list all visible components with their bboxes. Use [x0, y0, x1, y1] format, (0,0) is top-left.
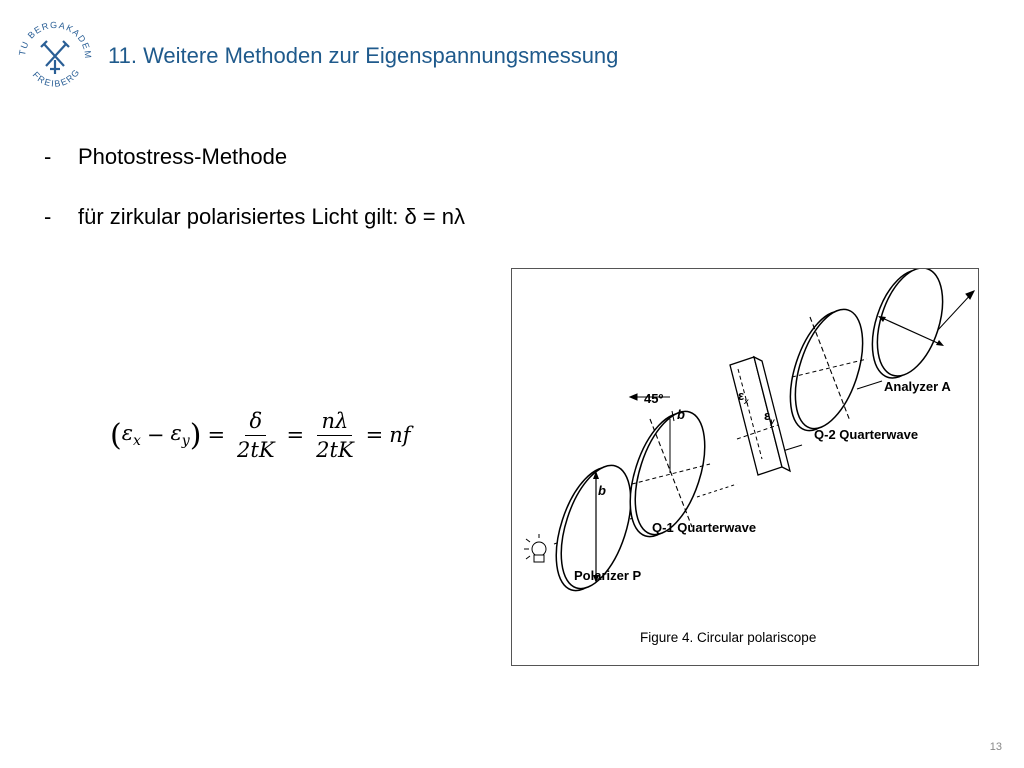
quarterwave-2-disc — [789, 308, 868, 432]
epsilon-x-label: εx — [738, 388, 749, 406]
analyzer-label: Analyzer A — [884, 379, 951, 394]
polarizer-b-label: b — [598, 483, 606, 498]
bullet-dash: - — [44, 204, 52, 229]
page-number: 13 — [989, 741, 1002, 753]
formula-fraction-nlambda: nλ 2tK — [316, 408, 354, 462]
analyzer-disc — [871, 269, 944, 379]
polarizer-label: Polarizer P — [574, 568, 642, 583]
specimen-plate — [729, 355, 791, 476]
formula-minus: − — [146, 423, 165, 447]
bullet-text: Photostress-Methode — [78, 144, 288, 169]
light-bulb-icon — [524, 534, 547, 563]
formula-equals: = — [207, 423, 226, 447]
bullet-photostress: - Photostress-Methode — [44, 144, 287, 170]
quarterwave-2-label: Q-2 Quarterwave — [814, 427, 918, 442]
bullet-text: für zirkular polarisiertes Licht gilt: δ… — [78, 204, 465, 229]
formula-eps-y: εy — [170, 420, 190, 450]
formula-fraction-delta: δ 2tK — [237, 408, 275, 462]
formula-rhs: nf — [389, 423, 411, 447]
polarizer-disc — [555, 464, 632, 592]
figure-caption: Figure 4. Circular polariscope — [640, 630, 816, 645]
page-title: 11. Weitere Methoden zur Eigenspannungsm… — [108, 43, 619, 68]
polariscope-figure: b 45º b εx εy — [511, 268, 979, 666]
formula-paren-close: ) — [189, 417, 202, 453]
quarterwave-b-label: b — [677, 407, 685, 422]
quarterwave-1-disc — [629, 410, 711, 538]
quarterwave-1-label: Q-1 Quarterwave — [652, 520, 756, 535]
strain-formula: ( εx − εy ) = δ 2tK = nλ 2tK = nf — [110, 400, 411, 470]
formula-paren-open: ( — [110, 417, 122, 453]
formula-eps-x: εx — [121, 420, 141, 450]
formula-equals: = — [286, 423, 305, 447]
angle-45-marker — [628, 393, 675, 422]
bullet-circular-light: - für zirkular polarisiertes Licht gilt: … — [44, 204, 465, 230]
university-logo: TU BERGAKADEMIE FREIBERG — [12, 8, 94, 94]
angle-label: 45º — [644, 391, 663, 406]
epsilon-y-label: εy — [764, 408, 775, 426]
bullet-dash: - — [44, 144, 52, 169]
svg-text:TU BERGAKADEMIE: TU BERGAKADEMIE — [16, 16, 93, 60]
formula-equals: = — [365, 423, 384, 447]
